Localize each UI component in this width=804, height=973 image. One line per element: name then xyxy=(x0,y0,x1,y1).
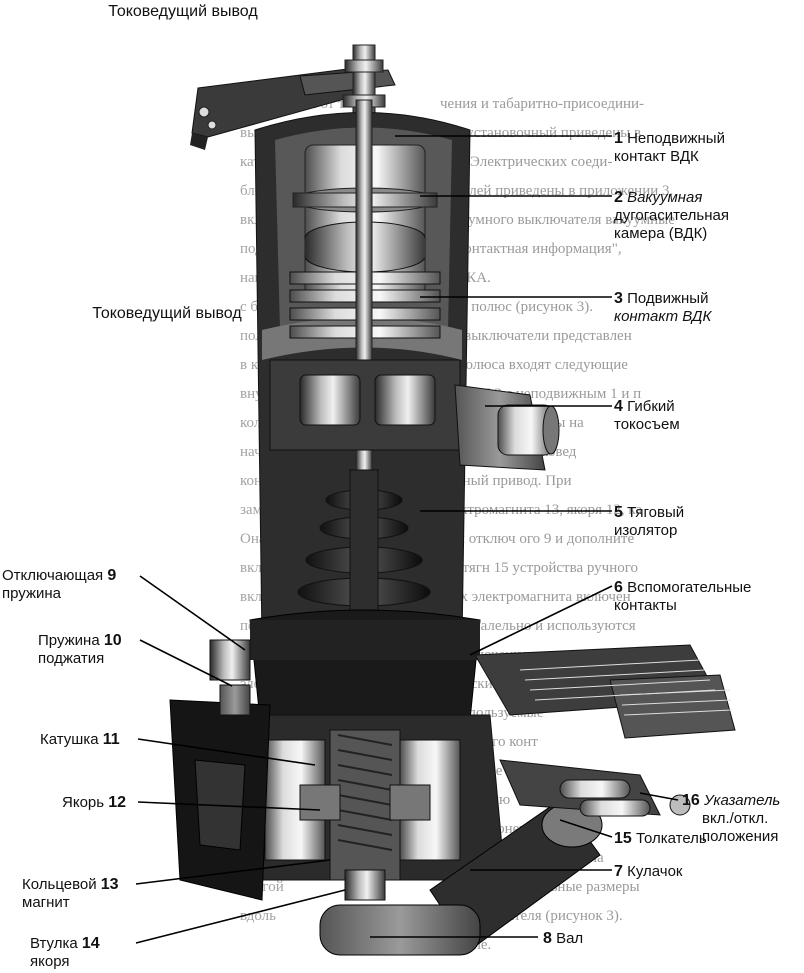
callout-9-number: 9 xyxy=(107,567,117,584)
background-text-line: нитный привод. При xyxy=(440,473,572,489)
background-text-line: хотя полюс (рисунок 3). xyxy=(440,299,593,315)
leader-lines xyxy=(135,135,679,944)
callout-8-line1: Вал xyxy=(556,930,584,947)
callout-2-line3: камера (ВДК) xyxy=(614,225,708,242)
callout-3: 3 Подвижный контакт ВДК xyxy=(614,290,711,326)
background-text-line: нителей приведены в приложении 3. xyxy=(440,183,673,199)
background-text-line: хе полюса входят следующие xyxy=(440,357,628,373)
auxiliary-contacts xyxy=(474,644,736,739)
callout-9: Отключающая 9 пружина xyxy=(2,567,138,603)
callout-middle-terminal: Токоведущий вывод xyxy=(92,305,242,323)
callout-5: 5 Тяговый изолятор xyxy=(614,504,684,540)
callout-12: Якорь 12 xyxy=(62,794,142,812)
background-text-line: вакуумного выключателя вакуумные xyxy=(440,212,675,228)
background-text-line: 1, 2. Электрических соеди- xyxy=(440,154,612,170)
callout-8-number: 8 xyxy=(543,930,552,947)
callout-11-line1: Катушка xyxy=(40,731,99,748)
magnetic-actuator xyxy=(229,714,506,881)
callout-11-number: 11 xyxy=(102,731,120,748)
callout-16: 16 Указатель вкл./откл. положения xyxy=(682,792,780,846)
callout-4-line1: Гибкий xyxy=(627,398,675,415)
background-text-line: 1. Контактная информация", xyxy=(440,241,622,257)
callout-6: 6 Вспомогательные контакты xyxy=(614,579,751,615)
lower-housing xyxy=(249,609,481,721)
callout-10-line1: Пружина xyxy=(38,632,100,649)
callout-7-line1: Кулачок xyxy=(627,863,683,880)
pusher-indicator xyxy=(499,759,691,817)
callout-16-line2: вкл./откл. xyxy=(702,810,769,827)
callout-4-line2: токосъем xyxy=(614,416,680,433)
callout-6-line2: контакты xyxy=(614,597,677,614)
callout-10: Пружина 10 поджатия xyxy=(38,632,148,668)
callout-3-number: 3 xyxy=(614,290,623,307)
callout-10-line2: поджатия xyxy=(38,650,105,667)
callout-16-line1: Указатель xyxy=(703,792,781,809)
callout-15: 15 Толкатель xyxy=(614,830,707,848)
springs-left xyxy=(209,639,251,716)
callout-14-number: 14 xyxy=(81,935,100,952)
background-text-left-line: вдоль xyxy=(240,908,276,924)
callout-top-terminal-text: Токоведущий вывод xyxy=(108,3,258,20)
callout-12-number: 12 xyxy=(108,794,127,811)
callout-7-number: 7 xyxy=(614,863,623,880)
callout-13-number: 13 xyxy=(100,876,119,893)
callout-4-number: 4 xyxy=(614,398,623,415)
callout-9-line2: пружина xyxy=(2,585,62,602)
callout-4: 4 Гибкий токосъем xyxy=(614,398,680,434)
callout-middle-terminal-text: Токоведущий вывод xyxy=(92,305,242,322)
background-text-line: ие паралельно и используются xyxy=(440,618,636,634)
callout-14-line2: якоря xyxy=(30,953,70,970)
background-text-line: ноу установочный приведены в xyxy=(440,125,641,141)
callout-1-number: 1 xyxy=(614,130,623,147)
callout-3-line1: Подвижный xyxy=(627,290,709,307)
callout-7: 7 Кулачок xyxy=(614,863,682,881)
background-text-line: чения и табаритно-присоедини- xyxy=(440,96,644,112)
callout-5-number: 5 xyxy=(614,504,623,521)
bottom-nut xyxy=(344,869,386,901)
callout-16-number: 16 xyxy=(682,792,700,809)
callout-8: 8 Вал xyxy=(543,930,583,948)
callout-6-line1: Вспомогательные xyxy=(627,579,752,596)
callout-2-line2: дугогасительная xyxy=(614,207,729,224)
background-text-line: оим отключ ого 9 и дополните xyxy=(440,531,634,547)
callout-9-line1: Отключающая xyxy=(2,567,104,584)
callout-3-line2: контакт ВДК xyxy=(614,308,712,325)
callout-13-line1: Кольцевой xyxy=(22,876,97,893)
callout-top-terminal: Токоведущий вывод xyxy=(98,3,268,21)
callout-5-line2: изолятор xyxy=(614,522,678,539)
callout-1-line2: контакт ВДК xyxy=(614,148,699,165)
callout-2: 2 Вакуумная дугогасительная камера (ВДК) xyxy=(614,189,729,243)
callout-14-line1: Втулка xyxy=(30,935,78,952)
callout-11: Катушка 11 xyxy=(40,731,140,749)
callout-2-line1: Вакуумная xyxy=(627,189,703,206)
callout-15-line1: Толкатель xyxy=(635,830,707,847)
background-text-line: ясе выключатели представлен xyxy=(440,328,632,344)
callout-10-number: 10 xyxy=(103,632,122,649)
callout-2-number: 2 xyxy=(614,189,623,206)
callout-13: Кольцевой 13 магнит xyxy=(22,876,142,912)
callout-5-line1: Тяговый xyxy=(627,504,685,521)
background-text-line: электромагнита 13, якоря 12, ка xyxy=(440,502,642,518)
background-text-line: 10, тягн 15 устройства ручного xyxy=(440,560,638,576)
callout-14: Втулка 14 якоря xyxy=(30,935,140,971)
callout-6-number: 6 xyxy=(614,579,623,596)
callout-16-line3: положения xyxy=(702,828,779,845)
callout-13-line2: магнит xyxy=(22,894,70,911)
callout-12-line1: Якорь xyxy=(62,794,105,811)
top-terminal-plate xyxy=(190,67,396,150)
traction-insulator xyxy=(297,469,431,611)
callout-15-number: 15 xyxy=(614,830,632,847)
callout-1: 1 Неподвижный контакт ВДК xyxy=(614,130,725,166)
callout-1-line1: Неподвижный xyxy=(627,130,725,147)
